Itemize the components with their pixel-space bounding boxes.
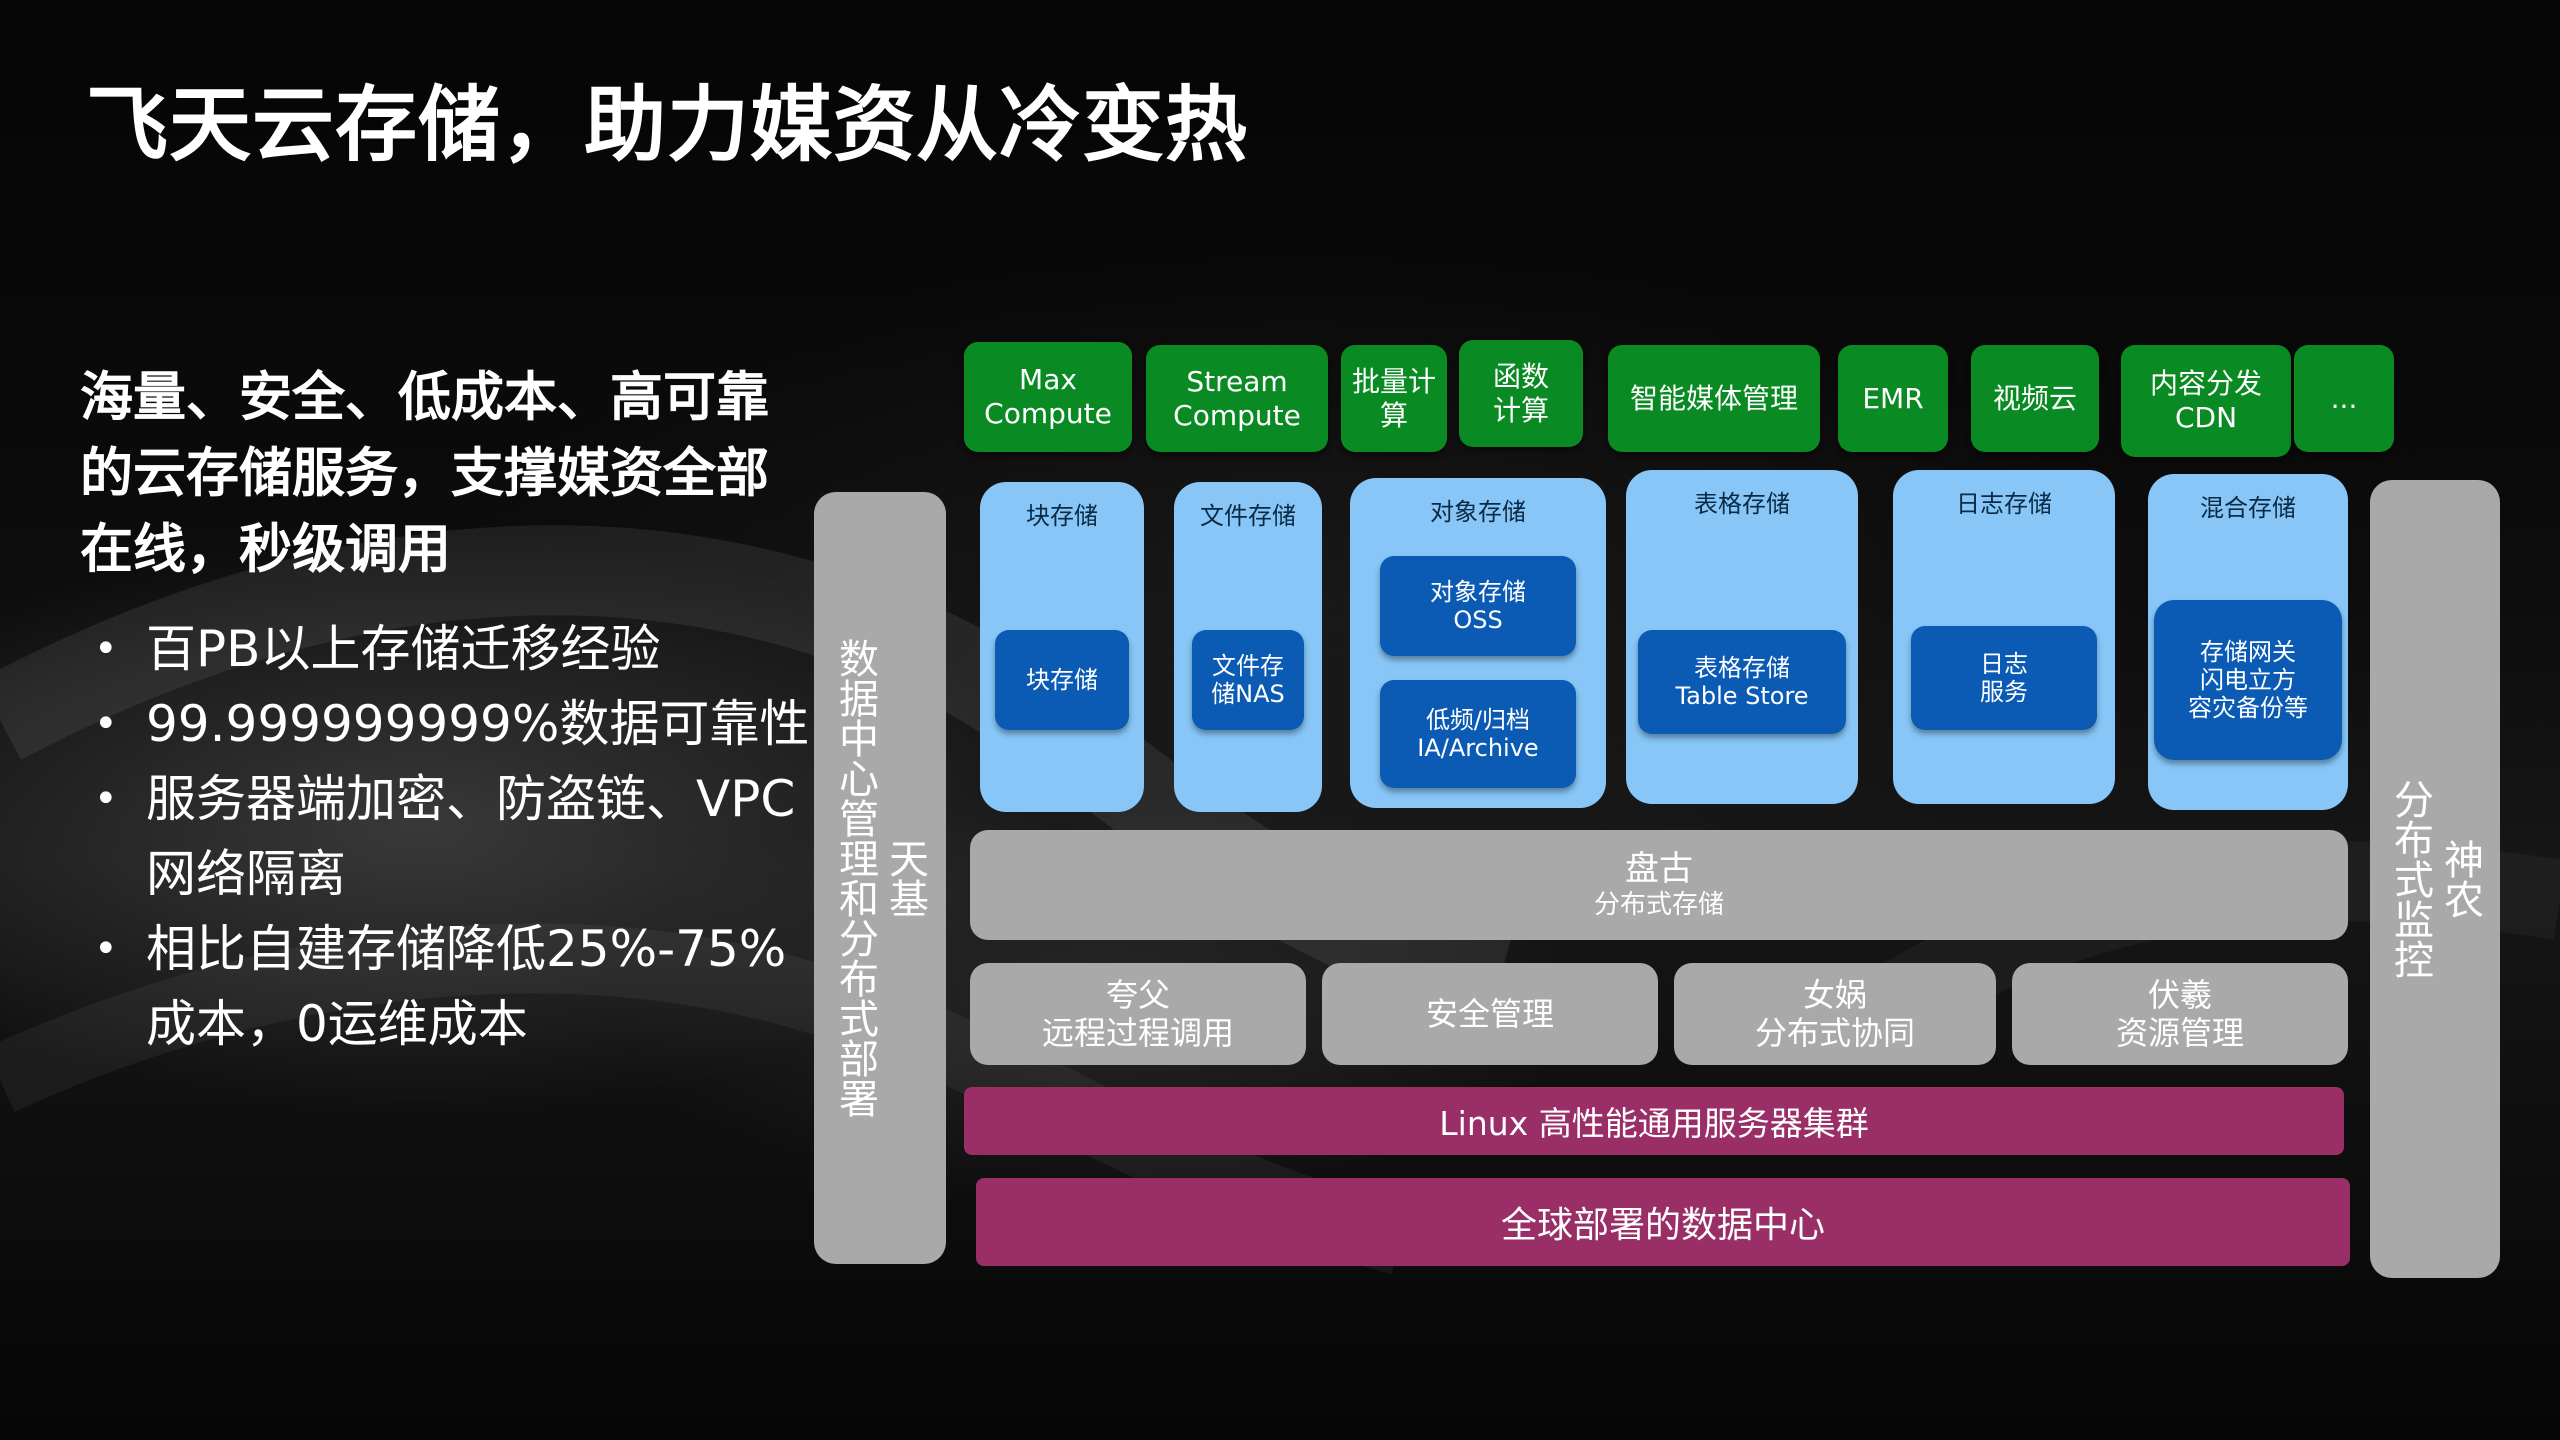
- storage-file: 文件存储 文件存 储NAS: [1174, 482, 1322, 812]
- storage-block-caption: 块存储: [1026, 502, 1098, 530]
- bullet-item: 99.999999999%数据可靠性: [90, 687, 830, 762]
- storage-object: 对象存储 对象存储 OSS 低频/归档 IA/Archive: [1350, 478, 1606, 808]
- service-security: 安全管理: [1322, 963, 1658, 1065]
- right-pillar-label: 神农 分布式监控: [2387, 779, 2483, 979]
- storage-oss-service: 对象存储 OSS: [1380, 556, 1576, 656]
- storage-file-caption: 文件存储: [1200, 502, 1296, 530]
- storage-hybrid-service: 存储网关 闪电立方 容灾备份等: [2154, 600, 2342, 760]
- compute-cdn: 内容分发 CDN: [2121, 345, 2291, 457]
- storage-table-caption: 表格存储: [1694, 490, 1790, 518]
- linux-cluster-bar: Linux 高性能通用服务器集群: [964, 1087, 2344, 1155]
- storage-nas-service: 文件存 储NAS: [1192, 630, 1304, 730]
- bullet-item: 相比自建存储降低25%-75%成本，0运维成本: [90, 912, 830, 1062]
- service-nuwa: 女娲 分布式协同: [1674, 963, 1996, 1065]
- bullet-list: 百PB以上存储迁移经验 99.999999999%数据可靠性 服务器端加密、防盗…: [90, 612, 830, 1062]
- storage-log-caption: 日志存储: [1956, 490, 2052, 518]
- compute-maxcompute: Max Compute: [964, 342, 1132, 452]
- storage-log-service: 日志 服务: [1911, 626, 2097, 730]
- right-pillar-shennong: 神农 分布式监控: [2370, 480, 2500, 1278]
- service-fuxi: 伏羲 资源管理: [2012, 963, 2348, 1065]
- storage-tablestore-service: 表格存储 Table Store: [1638, 630, 1846, 734]
- compute-more: ...: [2294, 345, 2394, 452]
- storage-object-caption: 对象存储: [1430, 498, 1526, 526]
- storage-hybrid-caption: 混合存储: [2200, 494, 2296, 522]
- storage-block: 块存储 块存储: [980, 482, 1144, 812]
- storage-table: 表格存储 表格存储 Table Store: [1626, 470, 1858, 804]
- compute-emr: EMR: [1838, 345, 1948, 452]
- pangu-name: 盘古: [1625, 849, 1693, 889]
- compute-streamcompute: Stream Compute: [1146, 345, 1328, 452]
- storage-block-service: 块存储: [995, 630, 1129, 730]
- service-kuafu: 夸父 远程过程调用: [970, 963, 1306, 1065]
- page-title: 飞天云存储，助力媒资从冷变热: [86, 78, 1249, 173]
- compute-batch: 批量计 算: [1341, 345, 1447, 452]
- pangu-sub: 分布式存储: [1593, 890, 1724, 920]
- compute-video-cloud: 视频云: [1971, 345, 2099, 452]
- storage-hybrid: 混合存储 存储网关 闪电立方 容灾备份等: [2148, 474, 2348, 810]
- left-pillar-label: 天基 数据中心管理和分布式部署: [832, 638, 928, 1118]
- compute-media-management: 智能媒体管理: [1608, 345, 1820, 452]
- left-pillar-tianji: 天基 数据中心管理和分布式部署: [814, 492, 946, 1264]
- compute-function: 函数 计算: [1459, 340, 1583, 447]
- storage-log: 日志存储 日志 服务: [1893, 470, 2115, 804]
- bullet-item: 百PB以上存储迁移经验: [90, 612, 830, 687]
- headline: 海量、安全、低成本、高可靠的云存储服务，支撑媒资全部在线，秒级调用: [80, 367, 769, 580]
- datacenter-bar: 全球部署的数据中心: [976, 1178, 2350, 1266]
- storage-archive-service: 低频/归档 IA/Archive: [1380, 680, 1576, 788]
- bullet-item: 服务器端加密、防盗链、VPC网络隔离: [90, 762, 830, 912]
- pangu-bar: 盘古 分布式存储: [970, 830, 2348, 940]
